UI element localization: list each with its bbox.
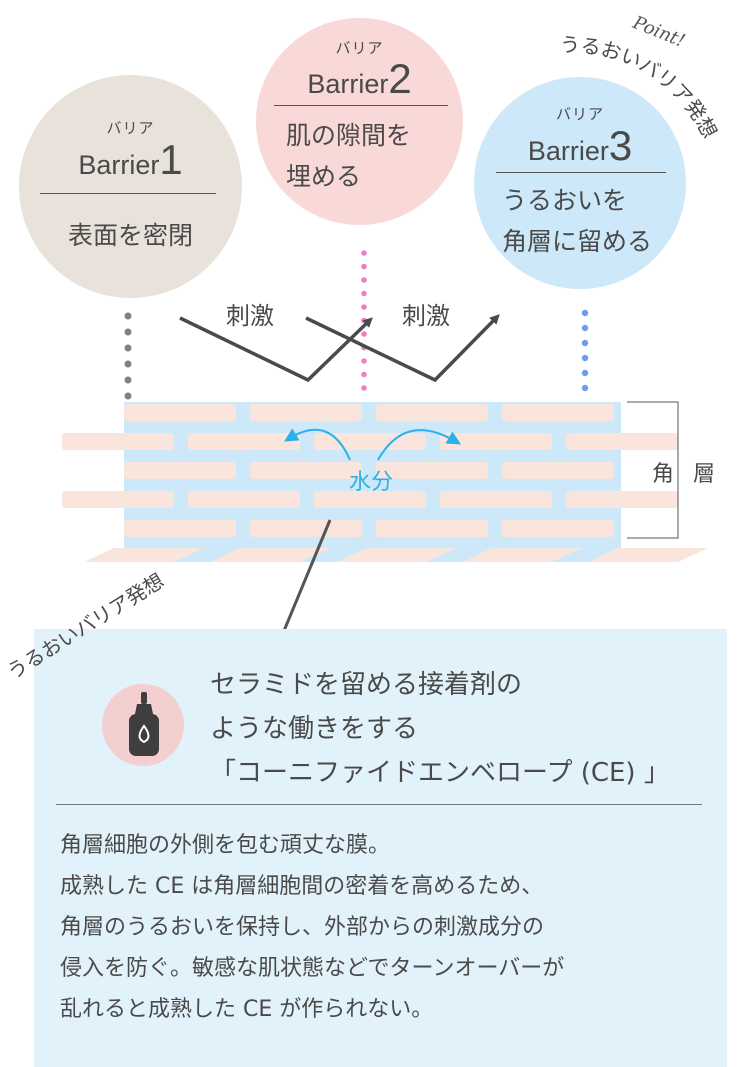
barrier-2-connector-dot [361,290,367,297]
point-badge: うるおいバリア発想 Point! [560,12,722,142]
barrier-1-connector-dot [124,328,132,336]
corneocyte-brick [62,433,174,450]
barrier-3-divider [496,172,666,173]
corneocyte-brick [250,462,362,479]
barrier-2-connector-dot [361,277,367,283]
corneocyte-brick [124,520,236,537]
barrier-2-circle: バリア Barrier2 肌の隙間を 埋める [256,18,463,225]
corneocyte-brick [250,520,362,537]
barrier-2-connector-dot [361,331,367,337]
corneocyte-brick [376,404,488,421]
corneocyte-brick [250,404,362,421]
dropper-icon-badge [102,684,184,766]
corneocyte-brick [314,491,426,508]
barrier-1-connector-dot [124,312,132,320]
corneocyte-brick [376,520,488,537]
barrier-2-connector-dot [361,263,367,270]
stimulus-label-1: 刺激 [226,302,274,330]
layer-label: 角 層 [652,462,721,487]
pointer-line [279,519,332,639]
corneocyte-brick [440,491,552,508]
barrier-1-connector-dot [124,344,132,352]
barrier-2-connector-dot [361,358,367,364]
corneocyte-brick [188,491,300,508]
stimulus-label-2: 刺激 [402,302,450,330]
corneocyte-brick [62,491,174,508]
corneocyte-brick [440,433,552,450]
lower-corneocyte [462,548,582,562]
lower-corneocyte [588,548,708,562]
barrier-2-divider [274,105,448,106]
barrier-2-connector-dot [361,385,367,391]
barrier-2-text: 肌の隙間を 埋める [286,121,412,191]
diagram-arrows [179,314,679,639]
water-arrow-left [283,428,351,461]
corneocyte-brick [124,462,236,479]
barrier-2-connector-dot [361,371,367,378]
barrier-3-connector-dot [581,339,589,347]
corneocyte-brick [502,404,614,421]
stimulus-arrow-1 [179,316,373,383]
stimulus-arrow-2 [305,314,500,383]
water-label: 水分 [349,470,394,495]
barrier-1-divider [40,193,216,194]
corneocyte-brick [124,404,236,421]
dropper-bottle-icon [129,692,159,756]
lower-corneocyte [84,548,204,562]
dotted-connectors [124,250,589,400]
lower-corneocyte [336,548,456,562]
corneocyte-brick [502,520,614,537]
barrier-3-connector-dot [581,324,589,332]
lower-corneocyte [210,548,330,562]
barrier-3-connector-dot [581,369,589,377]
info-box: セラミドを留める接着剤の ような働きをする 「コーニファイドエンベロープ (CE… [34,629,727,1067]
barrier-3-connector-dot [581,384,589,392]
barrier-3-ruby: バリア [555,105,604,123]
barrier-2-connector-dot [361,250,367,256]
barrier-1-connector-dot [124,360,132,368]
info-divider [56,804,702,805]
barrier-3-connector-dot [581,354,589,362]
barrier-3-circle: バリア Barrier3 うるおいを 角層に留める [474,77,686,289]
stratum-corneum-illustration [62,402,708,562]
barrier-2-connector-dot [361,304,367,310]
corneocyte-brick [566,491,678,508]
corneocyte-brick [566,433,678,450]
barrier-1-connector-dot [124,376,132,384]
barrier-2-ruby: バリア [335,39,384,57]
barrier-2-title: Barrier2 [307,55,412,102]
barrier-1-circle: バリア Barrier1 表面を密閉 [19,75,242,298]
barrier-1-title: Barrier1 [78,136,183,183]
barrier-1-connector-dot [124,392,132,400]
corneocyte-brick [502,462,614,479]
barrier-1-text: 表面を密閉 [67,221,193,250]
barrier-3-text: うるおいを 角層に留める [502,186,653,256]
info-description: 角層細胞の外側を包む頑丈な膜。 成熟した CE は角層細胞間の密着を高めるため、… [60,833,565,1022]
barrier-3-title: Barrier3 [527,122,633,169]
layer-bracket [627,401,679,539]
barrier-3-connector-dot [581,309,589,317]
corneocyte-brick [188,433,300,450]
water-arrow-right [377,429,462,461]
barrier-1-ruby: バリア [106,119,155,137]
corneocyte-brick [376,462,488,479]
info-headline: セラミドを留める接着剤の ような働きをする 「コーニファイドエンベロープ (CE… [210,670,670,788]
